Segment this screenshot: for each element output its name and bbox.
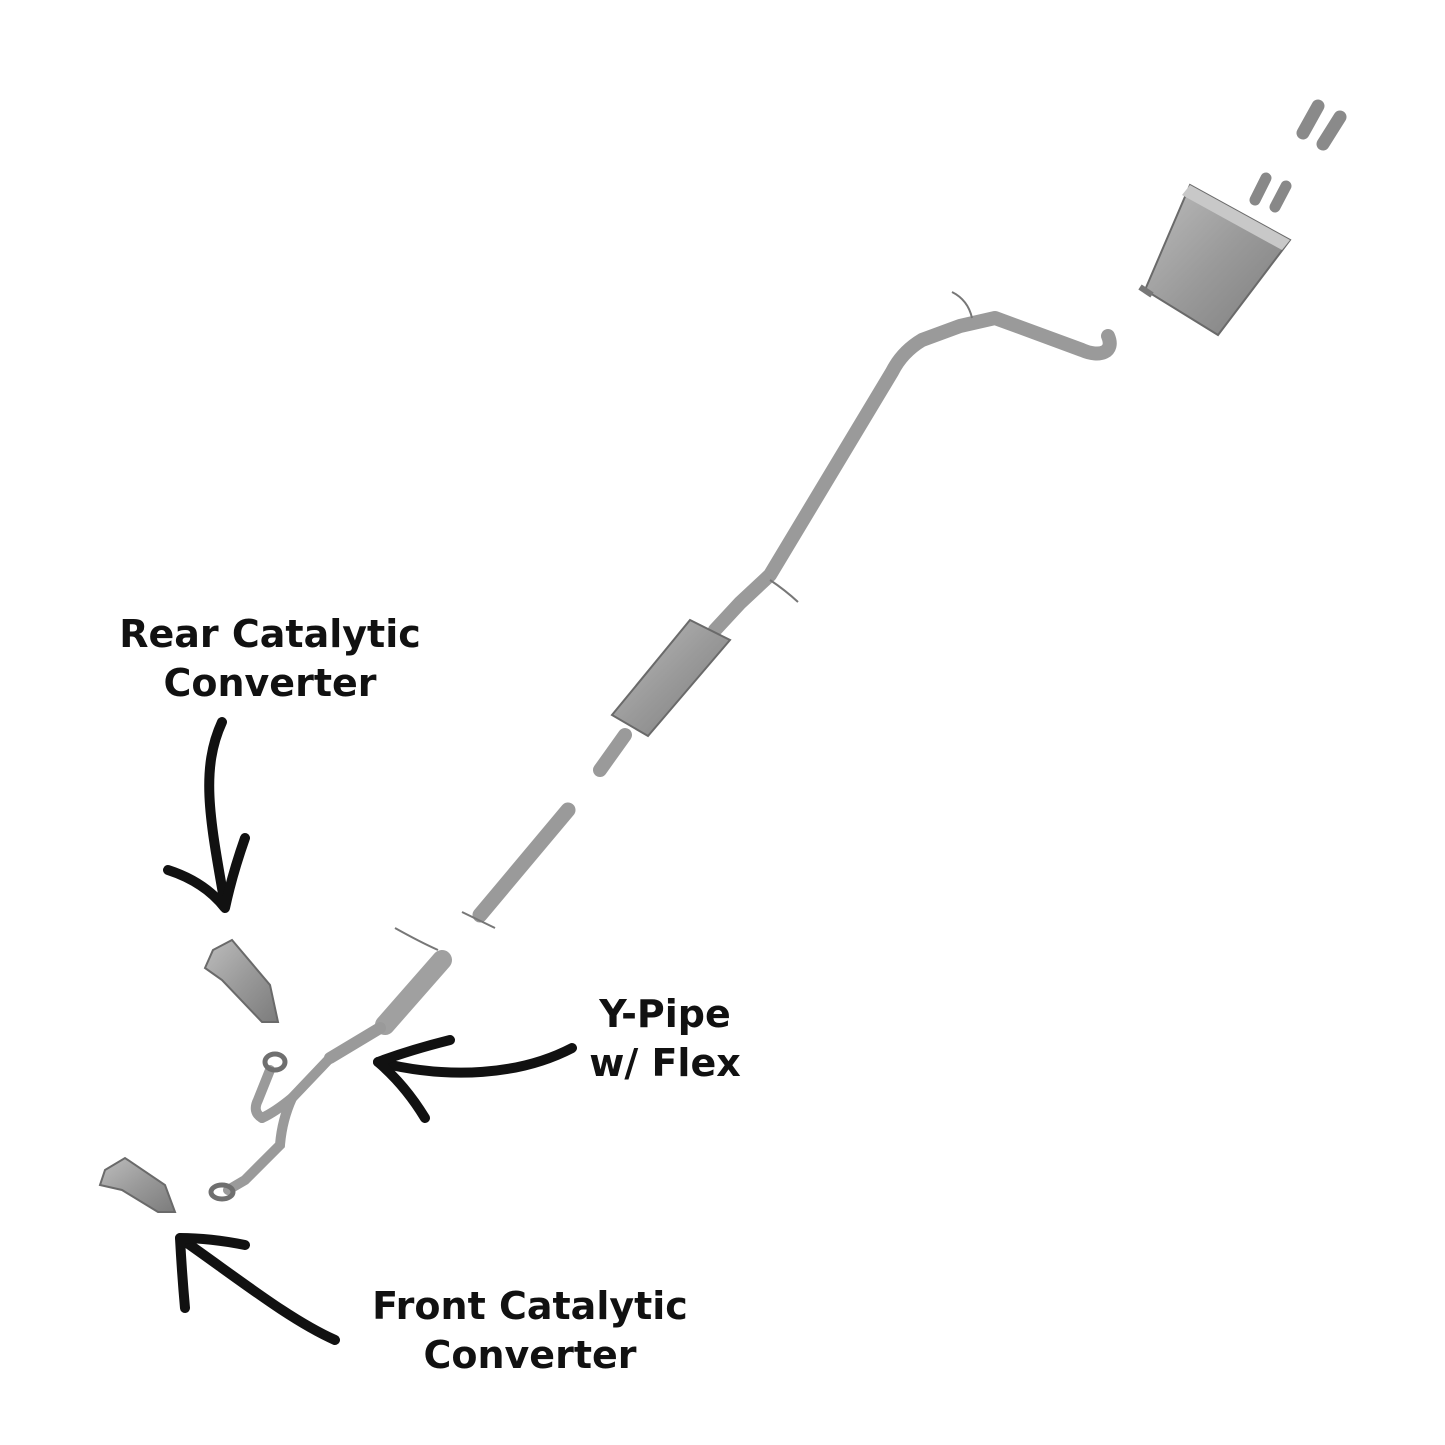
rear-label-line2: Converter [100,659,440,708]
front-catalytic-converter-arrow [180,1238,335,1340]
ypipe-label-line2: w/ Flex [565,1039,765,1088]
y-pipe-arrow [378,1040,572,1118]
front-catalytic-converter-label: Front Catalytic Converter [350,1282,710,1380]
intermediate-pipe [715,292,1110,630]
rear-catalytic-converter-part [205,940,278,1022]
exhaust-tips [1303,106,1340,144]
rear-muffler [1140,178,1290,335]
rear-catalytic-converter-arrow [168,722,245,908]
ypipe-label-line1: Y-Pipe [565,990,765,1039]
y-pipe-label: Y-Pipe w/ Flex [565,990,765,1088]
front-label-line2: Converter [350,1331,710,1380]
front-pipe [462,810,568,928]
rear-label-line1: Rear Catalytic [100,610,440,659]
center-resonator [600,620,730,770]
front-label-line1: Front Catalytic [350,1282,710,1331]
front-catalytic-converter-part [100,1158,175,1212]
rear-catalytic-converter-label: Rear Catalytic Converter [100,610,440,708]
